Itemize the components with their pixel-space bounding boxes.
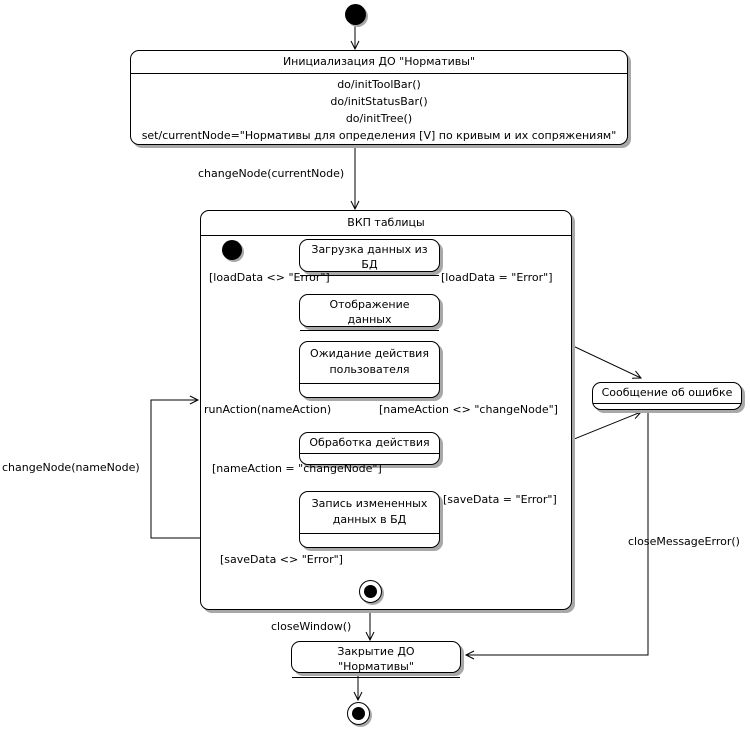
label-name-action-not-change: [nameAction <> "changeNode"] xyxy=(379,403,558,416)
edge-changenode-loop xyxy=(150,395,200,539)
state-show-data[interactable]: Отображение данных xyxy=(299,294,440,331)
state-initialization-divider xyxy=(131,73,627,74)
state-process-action-title: Обработка действия xyxy=(309,436,430,449)
label-change-node-current: changeNode(currentNode) xyxy=(198,167,345,180)
state-close-title: Закрытие ДО "Нормативы" xyxy=(337,645,415,673)
label-close-message-error: closeMessageError() xyxy=(628,535,740,548)
initial-node-top xyxy=(345,4,366,25)
label-change-node-name: changeNode(nameNode) xyxy=(2,461,140,474)
state-initialization[interactable]: Инициализация ДО "Нормативы" do/initTool… xyxy=(130,50,628,145)
composite-state-divider xyxy=(201,235,571,236)
label-save-data-ok: [saveData <> "Error"] xyxy=(220,553,343,566)
composite-state-title: ВКП таблицы xyxy=(347,216,425,229)
state-save-data-compartment xyxy=(300,534,439,545)
state-wait-user-action[interactable]: Ожидание действия пользователя xyxy=(299,341,440,398)
state-save-data-divider xyxy=(300,533,439,534)
label-save-data-error: [saveData = "Error"] xyxy=(443,493,557,506)
state-close-divider xyxy=(292,677,460,678)
composite-state-table[interactable]: ВКП таблицы xyxy=(200,210,572,610)
final-node-bottom xyxy=(347,702,370,725)
state-show-data-divider xyxy=(300,330,439,331)
state-wait-user-action-compartment xyxy=(300,384,439,395)
state-error-message-compartment xyxy=(593,404,741,410)
label-load-data-ok: [loadData <> "Error"] xyxy=(209,271,330,284)
final-node-inner xyxy=(359,580,382,603)
edge-error-to-close xyxy=(464,410,649,660)
label-run-action: runAction(nameAction) xyxy=(204,403,332,416)
state-error-message-title: Сообщение об ошибке xyxy=(601,386,733,399)
initial-node-inner xyxy=(222,240,242,260)
state-wait-user-action-divider xyxy=(300,383,439,384)
state-save-data[interactable]: Запись измененных данных в БД xyxy=(299,491,440,548)
state-initialization-title: Инициализация ДО "Нормативы" xyxy=(282,55,476,68)
state-process-action[interactable]: Обработка действия xyxy=(299,432,440,465)
state-process-action-divider xyxy=(300,453,439,454)
label-close-window: closeWindow() xyxy=(271,620,352,633)
state-load-data-divider xyxy=(300,275,439,276)
label-name-action-change: [nameAction = "changeNode"] xyxy=(212,462,382,475)
state-error-message[interactable]: Сообщение об ошибке xyxy=(592,382,742,410)
state-save-data-title: Запись измененных данных в БД xyxy=(311,497,428,526)
state-close-compartment xyxy=(292,678,460,687)
state-wait-user-action-title: Ожидание действия пользователя xyxy=(310,347,429,376)
final-node-inner-fill xyxy=(364,585,377,598)
state-load-data-title: Загрузка данных из БД xyxy=(311,243,428,271)
state-initialization-actions: do/initToolBar() do/initStatusBar() do/i… xyxy=(141,78,617,142)
state-show-data-title: Отображение данных xyxy=(329,298,410,326)
state-error-message-divider xyxy=(593,403,741,404)
state-load-data[interactable]: Загрузка данных из БД xyxy=(299,239,440,276)
final-node-bottom-fill xyxy=(352,707,365,720)
state-close[interactable]: Закрытие ДО "Нормативы" xyxy=(291,641,461,678)
label-load-data-error: [loadData = "Error"] xyxy=(441,271,553,284)
